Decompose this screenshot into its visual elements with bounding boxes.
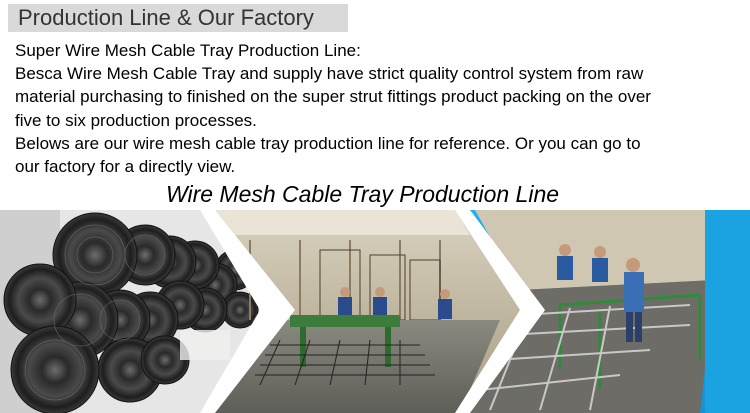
intro-line: Belows are our wire mesh cable tray prod… xyxy=(15,133,641,153)
section-title-bar: Production Line & Our Factory xyxy=(8,4,348,32)
banner-title: Wire Mesh Cable Tray Production Line xyxy=(165,181,560,207)
intro-line: our factory for a directly view. xyxy=(15,157,236,177)
intro-line: Super Wire Mesh Cable Tray Production Li… xyxy=(15,41,361,60)
intro-line: Besca Wire Mesh Cable Tray and supply ha… xyxy=(15,64,644,84)
intro-line: five to six production processes. xyxy=(15,110,257,130)
tray-forming-line-photo xyxy=(465,210,750,413)
intro-line: material purchasing to finished on the s… xyxy=(15,87,651,107)
section-title: Production Line & Our Factory xyxy=(18,5,314,30)
mesh-welding-workshop-photo xyxy=(205,210,520,413)
chevron-arrow-icon xyxy=(200,210,545,413)
intro-text: Super Wire Mesh Cable Tray Production Li… xyxy=(15,39,745,178)
production-photo-gallery xyxy=(0,210,750,413)
